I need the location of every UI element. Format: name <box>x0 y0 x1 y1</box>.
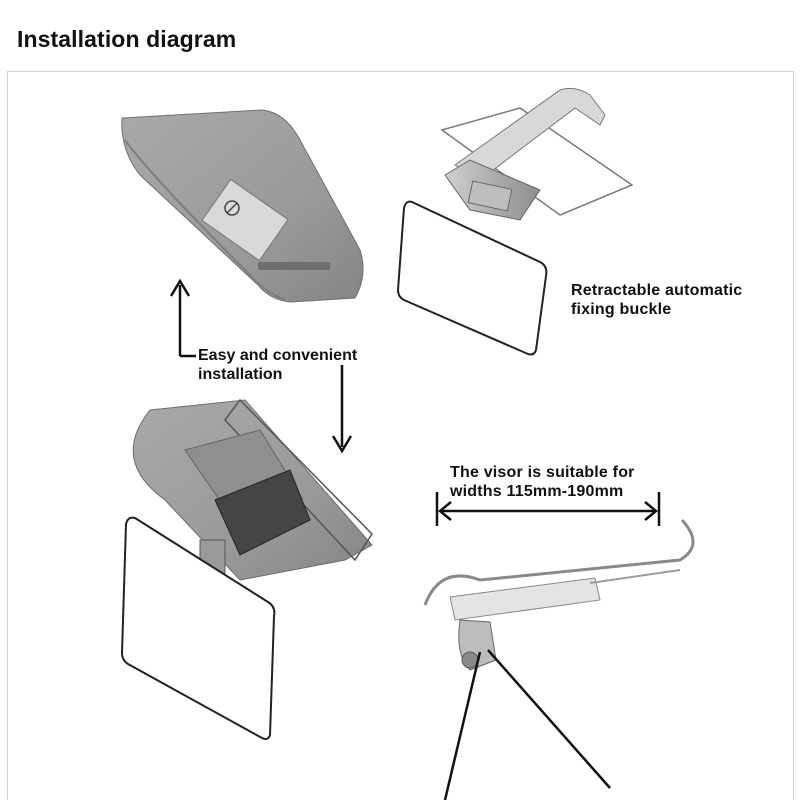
visor-clip-profile-image <box>423 518 695 800</box>
buckle-caption-line-2: fixing buckle <box>571 301 672 318</box>
width-range-line-1: The visor is suitable for <box>450 464 635 481</box>
easy-installation-line-2: installation <box>198 366 283 383</box>
buckle-caption-line-1: Retractable automatic <box>571 282 743 299</box>
arrow-down-icon <box>331 365 353 454</box>
diagram-frame <box>7 71 794 800</box>
car-visor-image <box>121 109 364 303</box>
page-title: Installation diagram <box>17 26 237 52</box>
width-range-line-2: widths 115mm-190mm <box>450 483 624 500</box>
buckle-caption: Retractable automatic fixing buckle <box>571 281 742 319</box>
easy-installation-line-1: Easy and convenient <box>198 347 358 364</box>
retractable-buckle-image <box>396 87 634 356</box>
arrow-up-icon <box>169 278 196 358</box>
width-range-caption: The visor is suitable for widths 115mm-1… <box>450 463 635 501</box>
double-arrow-measure-icon <box>435 492 661 526</box>
installed-visor-image <box>120 398 373 740</box>
easy-installation-caption: Easy and convenient installation <box>198 346 357 384</box>
